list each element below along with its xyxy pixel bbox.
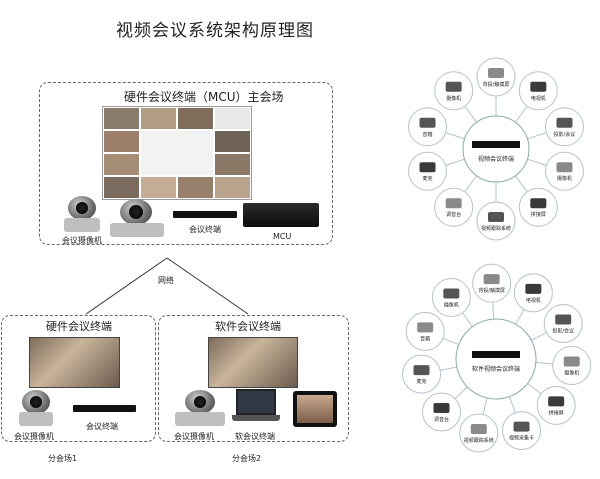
device-label: 麦克 (417, 378, 427, 385)
device-icon (555, 314, 572, 325)
branch1-site-label: 分会场1 (48, 454, 78, 463)
device-icon (445, 81, 462, 92)
device-label: 摄像机 (557, 175, 572, 182)
device-icon (556, 162, 573, 173)
device-icon (513, 421, 530, 432)
device-icon (488, 212, 504, 222)
device-icon (483, 274, 500, 285)
mcu-device-icon (243, 203, 319, 227)
device-label: 拼接屏 (531, 211, 546, 218)
device-icon (488, 68, 504, 78)
branch2-camera-label: 会议摄像机 (174, 432, 214, 441)
device-icon (445, 198, 462, 209)
terminal-device-icon (472, 351, 520, 358)
device-icon (530, 81, 547, 92)
terminal-device-icon (173, 211, 237, 218)
device-label: 拼接屏 (549, 409, 564, 416)
device-label: 背投/触摸屏 (483, 81, 510, 88)
hub-center-label: 软件视频会议终端 (472, 365, 520, 373)
meeting-room-image (208, 337, 298, 388)
network-label: 网络 (158, 276, 174, 285)
video-wall (102, 106, 252, 200)
device-label: 音箱 (420, 335, 430, 342)
device-icon (548, 396, 565, 407)
device-label: 投影/会议 (554, 131, 576, 138)
device-label: 电视机 (526, 297, 541, 304)
device-label: 视频跟踪系统 (464, 437, 494, 444)
camera-icon (62, 196, 102, 234)
meeting-room-image (29, 337, 120, 388)
device-label: 电视机 (531, 95, 546, 102)
branch2-label: 软件会议终端 (215, 320, 281, 333)
device-label: 摄像机 (564, 370, 579, 377)
branch2-site-label: 分会场2 (232, 454, 262, 463)
device-label: 背投/触摸屏 (478, 287, 505, 294)
main-terminal-label: 会议终端 (189, 225, 221, 234)
main-site-box (39, 82, 333, 245)
hub-center-label: 视频会议终端 (478, 155, 514, 163)
diagram-title: 视频会议系统架构原理图 (116, 21, 314, 41)
device-icon (556, 117, 573, 128)
branch2-box (158, 315, 349, 442)
camera-icon (175, 390, 227, 428)
device-label: 麦克 (423, 175, 433, 182)
device-icon (470, 424, 487, 435)
device-label: 投影/会议 (552, 328, 574, 335)
device-label: 视频采集卡 (509, 435, 534, 442)
device-label: 调音台 (434, 416, 449, 423)
camera-icon (17, 390, 55, 428)
device-label: 摄像机 (446, 95, 461, 102)
laptop-icon (232, 389, 280, 425)
device-icon (419, 117, 436, 128)
device-label: 音箱 (423, 131, 433, 138)
device-label: 调音台 (446, 211, 461, 218)
hub-center-circle (462, 115, 530, 183)
mcu-label: MCU (273, 232, 292, 241)
main-site-label: 硬件会议终端（MCU）主会场 (124, 90, 284, 104)
device-icon (433, 402, 450, 413)
branch1-label: 硬件会议终端 (46, 320, 112, 333)
hub-center-circle (455, 318, 537, 400)
camera-icon (110, 199, 166, 239)
device-icon (530, 198, 547, 209)
device-label: 摄像机 (444, 302, 459, 309)
branch1-camera-label: 会议摄像机 (14, 432, 54, 441)
tablet-icon (293, 391, 337, 427)
device-label: 视频跟踪系统 (481, 225, 511, 232)
device-icon (419, 162, 436, 173)
device-icon (413, 365, 430, 376)
device-icon (417, 322, 434, 333)
device-icon (525, 283, 542, 294)
terminal-device-icon (73, 405, 136, 412)
main-camera-label: 会议摄像机 (62, 236, 102, 245)
branch1-box (1, 315, 156, 442)
terminal-device-icon (472, 141, 520, 148)
device-icon (443, 288, 460, 299)
branch1-terminal-label: 会议终端 (86, 422, 118, 431)
device-icon (563, 356, 580, 367)
branch2-terminal-label: 软会议终端 (235, 432, 275, 441)
